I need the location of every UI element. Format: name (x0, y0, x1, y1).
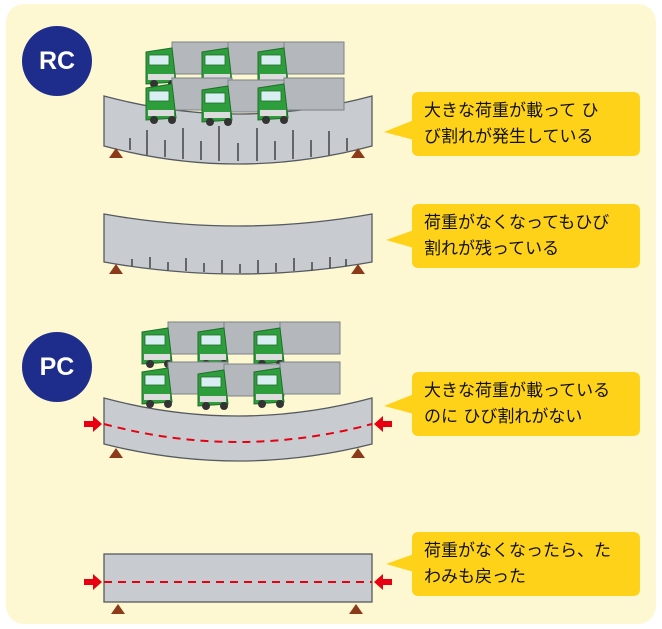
pc-trucks (141, 321, 341, 411)
support-triangle-icon (109, 448, 123, 458)
prestress-tendon (103, 423, 373, 443)
callout-pointer (386, 230, 414, 248)
callout-pc-loaded: 大きな荷重が載っている のに ひび割れがない (412, 372, 640, 436)
callout-pointer (384, 120, 414, 140)
crack-mark-icon (129, 126, 348, 161)
rc-unloaded-beam (103, 213, 373, 275)
callout-pointer (386, 554, 414, 572)
crack-mark-icon (131, 257, 347, 273)
callout-rc-unloaded: 荷重がなくなってもひび 割れが残っている (412, 204, 640, 268)
prestress-arrow-icon (374, 574, 392, 590)
callout-pc-unloaded: 荷重がなくなったら、た わみも戻った (412, 532, 640, 596)
support-triangle-icon (351, 448, 365, 458)
support-triangle-icon (109, 264, 123, 274)
callout-pointer (384, 394, 414, 414)
prestress-arrow-icon (374, 416, 392, 432)
support-triangle-icon (111, 604, 125, 614)
pc-loaded-beam (103, 397, 373, 462)
callout-rc-loaded: 大きな荷重が載って ひ び割れが発生している (412, 92, 640, 156)
pc-unloaded-beam (103, 553, 373, 603)
rc-badge: RC (22, 26, 92, 96)
pc-badge: PC (22, 332, 92, 402)
prestress-arrow-icon (84, 574, 102, 590)
prestress-arrow-icon (84, 416, 102, 432)
support-triangle-icon (349, 604, 363, 614)
